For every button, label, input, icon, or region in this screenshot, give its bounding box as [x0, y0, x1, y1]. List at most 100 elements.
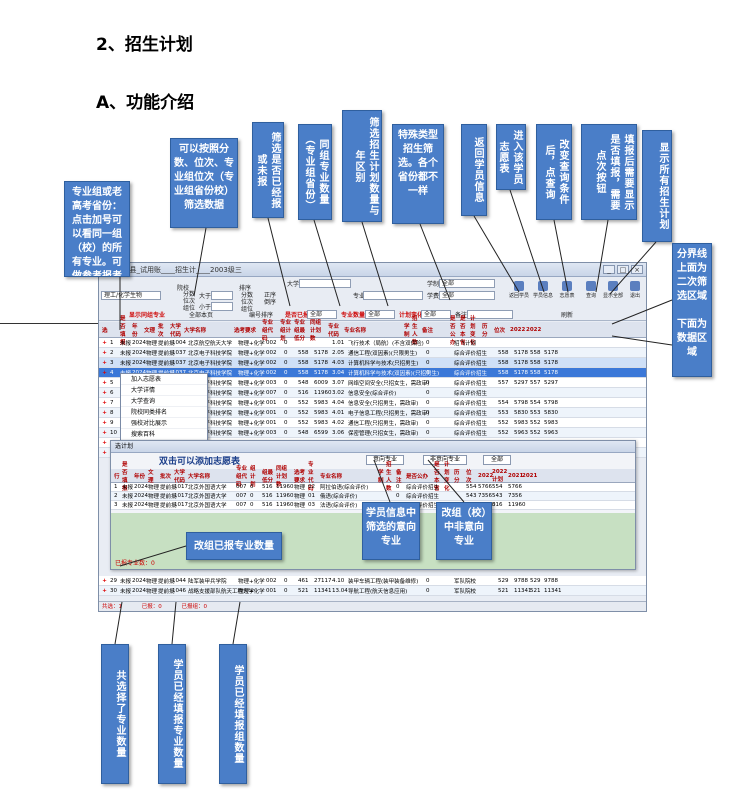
show-all-button[interactable]: 显示全部: [601, 281, 625, 303]
expand-plus-icon[interactable]: +: [102, 399, 107, 406]
expand-plus-icon[interactable]: +: [102, 349, 107, 356]
expand-plus-icon[interactable]: +: [102, 577, 107, 584]
maximize-icon[interactable]: □: [617, 265, 629, 274]
grid-header-cell[interactable]: 同组计划数: [310, 319, 322, 342]
expand-plus-icon[interactable]: +: [102, 587, 107, 594]
close-icon[interactable]: ×: [631, 265, 643, 274]
grid-header-cell[interactable]: 历分: [482, 323, 488, 338]
expand-plus-icon[interactable]: +: [102, 439, 107, 446]
wish-table-button[interactable]: 志愿表: [555, 281, 579, 303]
expand-plus-icon[interactable]: +: [102, 359, 107, 366]
subgrid-header-cell[interactable]: 招生人数: [386, 461, 392, 492]
subgrid-header-cell[interactable]: 专业代码: [308, 461, 314, 492]
subgrid-header-cell[interactable]: 备注: [396, 469, 402, 484]
grid-row[interactable]: +101037北京电子科技学院物理+化学003054865993.06保密管理(…: [99, 428, 646, 438]
subgrid-header-cell[interactable]: 同组计划数: [276, 465, 288, 488]
subgrid-header-cell[interactable]: 专业组代码: [236, 465, 248, 488]
greater-input[interactable]: [211, 291, 233, 300]
level-select[interactable]: 理工/化学生物: [101, 291, 161, 300]
subgrid-header-cell[interactable]: 历分: [454, 469, 460, 484]
menu-add-wish[interactable]: 加入志愿表: [121, 374, 207, 385]
subgrid-header-cell[interactable]: 2022: [478, 472, 494, 479]
grid-header-cell[interactable]: 选考要求: [234, 327, 257, 334]
student-info-button[interactable]: 学员信息: [531, 281, 555, 303]
order-desc[interactable]: 倒序: [264, 299, 277, 306]
order-asc[interactable]: 正序: [264, 292, 277, 299]
grid-header-cell[interactable]: 专业组最低分: [294, 319, 306, 342]
minimize-icon[interactable]: _: [603, 265, 615, 274]
grid-header-cell[interactable]: 位次: [494, 327, 506, 334]
menu-compare[interactable]: 强校对比展示: [121, 418, 207, 429]
grid-header-cell[interactable]: 学制: [404, 323, 410, 338]
subgrid-header-cell[interactable]: 选考要求: [294, 469, 306, 484]
num-select[interactable]: 全部: [365, 310, 395, 319]
subgrid-header-cell[interactable]: 行: [114, 473, 120, 480]
grid-header-cell[interactable]: 是否公办: [450, 315, 456, 346]
filled-select[interactable]: 全部: [307, 310, 337, 319]
plan-select[interactable]: 全部: [421, 310, 451, 319]
subgrid-header-cell[interactable]: 2022计划: [492, 468, 508, 483]
expand-plus-icon[interactable]: +: [102, 419, 107, 426]
menu-baike[interactable]: 搜索百科: [121, 429, 207, 440]
back-student-button[interactable]: 返回学员: [507, 281, 531, 303]
grid-header-cell[interactable]: 文理: [144, 327, 156, 334]
exit-button[interactable]: 退出: [623, 281, 646, 303]
expand-plus-icon[interactable]: +: [102, 339, 107, 346]
sort-opt-rank[interactable]: 位次: [241, 299, 254, 306]
expand-plus-icon[interactable]: +: [102, 449, 107, 456]
note-input[interactable]: [467, 310, 513, 319]
subgrid-header-cell[interactable]: 位次: [466, 469, 472, 484]
refresh-button[interactable]: 刷新: [561, 312, 574, 319]
grid-header-cell[interactable]: 年份: [132, 323, 138, 338]
subgrid-header-cell[interactable]: 大学代码: [174, 469, 186, 484]
sort-opt-group[interactable]: 组位: [241, 306, 254, 313]
grid-header-cell[interactable]: 专业名称: [344, 327, 367, 334]
subgrid-header-cell[interactable]: 是否填报: [122, 461, 128, 492]
expand-plus-icon[interactable]: +: [102, 429, 107, 436]
menu-univ-query[interactable]: 大学查询: [121, 396, 207, 407]
subgrid-header-cell[interactable]: 组计划: [250, 465, 256, 488]
subgrid-header-cell[interactable]: 大学名称: [188, 473, 211, 480]
subgrid-header-cell[interactable]: 2021: [522, 472, 538, 479]
subgrid-header-cell[interactable]: 文理: [148, 469, 154, 484]
fee-select[interactable]: 全部: [439, 291, 495, 300]
grid-header-cell[interactable]: 专业组代码: [262, 319, 274, 342]
menu-univ-detail[interactable]: 大学详情: [121, 385, 207, 396]
grid-header-cell[interactable]: 计划变化: [470, 315, 476, 346]
grid-header-cell[interactable]: 备注: [422, 327, 434, 334]
filter-opt-score[interactable]: 分数: [183, 291, 196, 298]
grid-row[interactable]: +4未报2024物理提前批1037北京电子科技学院物理+化学0020558517…: [99, 368, 646, 378]
subgrid-header-cell[interactable]: 批次: [160, 473, 172, 480]
expand-plus-icon[interactable]: +: [102, 379, 107, 386]
grid-header-cell[interactable]: 专业代码: [328, 323, 340, 338]
menu-rank[interactable]: 院校同类排名: [121, 407, 207, 418]
grid-header-cell[interactable]: 2022: [510, 326, 526, 333]
study-select[interactable]: 全部: [439, 279, 495, 288]
less-input[interactable]: [211, 302, 233, 311]
univ-input[interactable]: [299, 279, 351, 288]
major-input[interactable]: [363, 291, 423, 300]
grid-header-cell[interactable]: 招生人数: [412, 315, 418, 346]
subgrid-header-cell[interactable]: 学制: [378, 469, 384, 484]
grid-header-cell[interactable]: 选: [102, 327, 108, 334]
expand-plus-icon[interactable]: +: [102, 389, 107, 396]
expand-plus-icon[interactable]: +: [102, 409, 107, 416]
grid-header-cell[interactable]: 专业组计划: [280, 319, 292, 342]
grid-header-cell[interactable]: 2022: [526, 326, 542, 333]
grid-header-cell[interactable]: 是否填报: [120, 315, 126, 346]
show-all-page[interactable]: 全部本页: [189, 312, 214, 319]
subgrid-header-cell[interactable]: 年份: [134, 473, 146, 480]
subgrid-header-cell[interactable]: 2021: [508, 472, 524, 479]
subgrid-header-cell[interactable]: 是否公办: [406, 473, 429, 480]
subgrid-header-cell[interactable]: 组最低分: [262, 469, 274, 484]
filter-opt-rank[interactable]: 位次: [183, 298, 196, 305]
subgrid-header-cell[interactable]: 计划变化: [444, 461, 450, 492]
batch-sort[interactable]: 编号排序: [249, 312, 274, 319]
